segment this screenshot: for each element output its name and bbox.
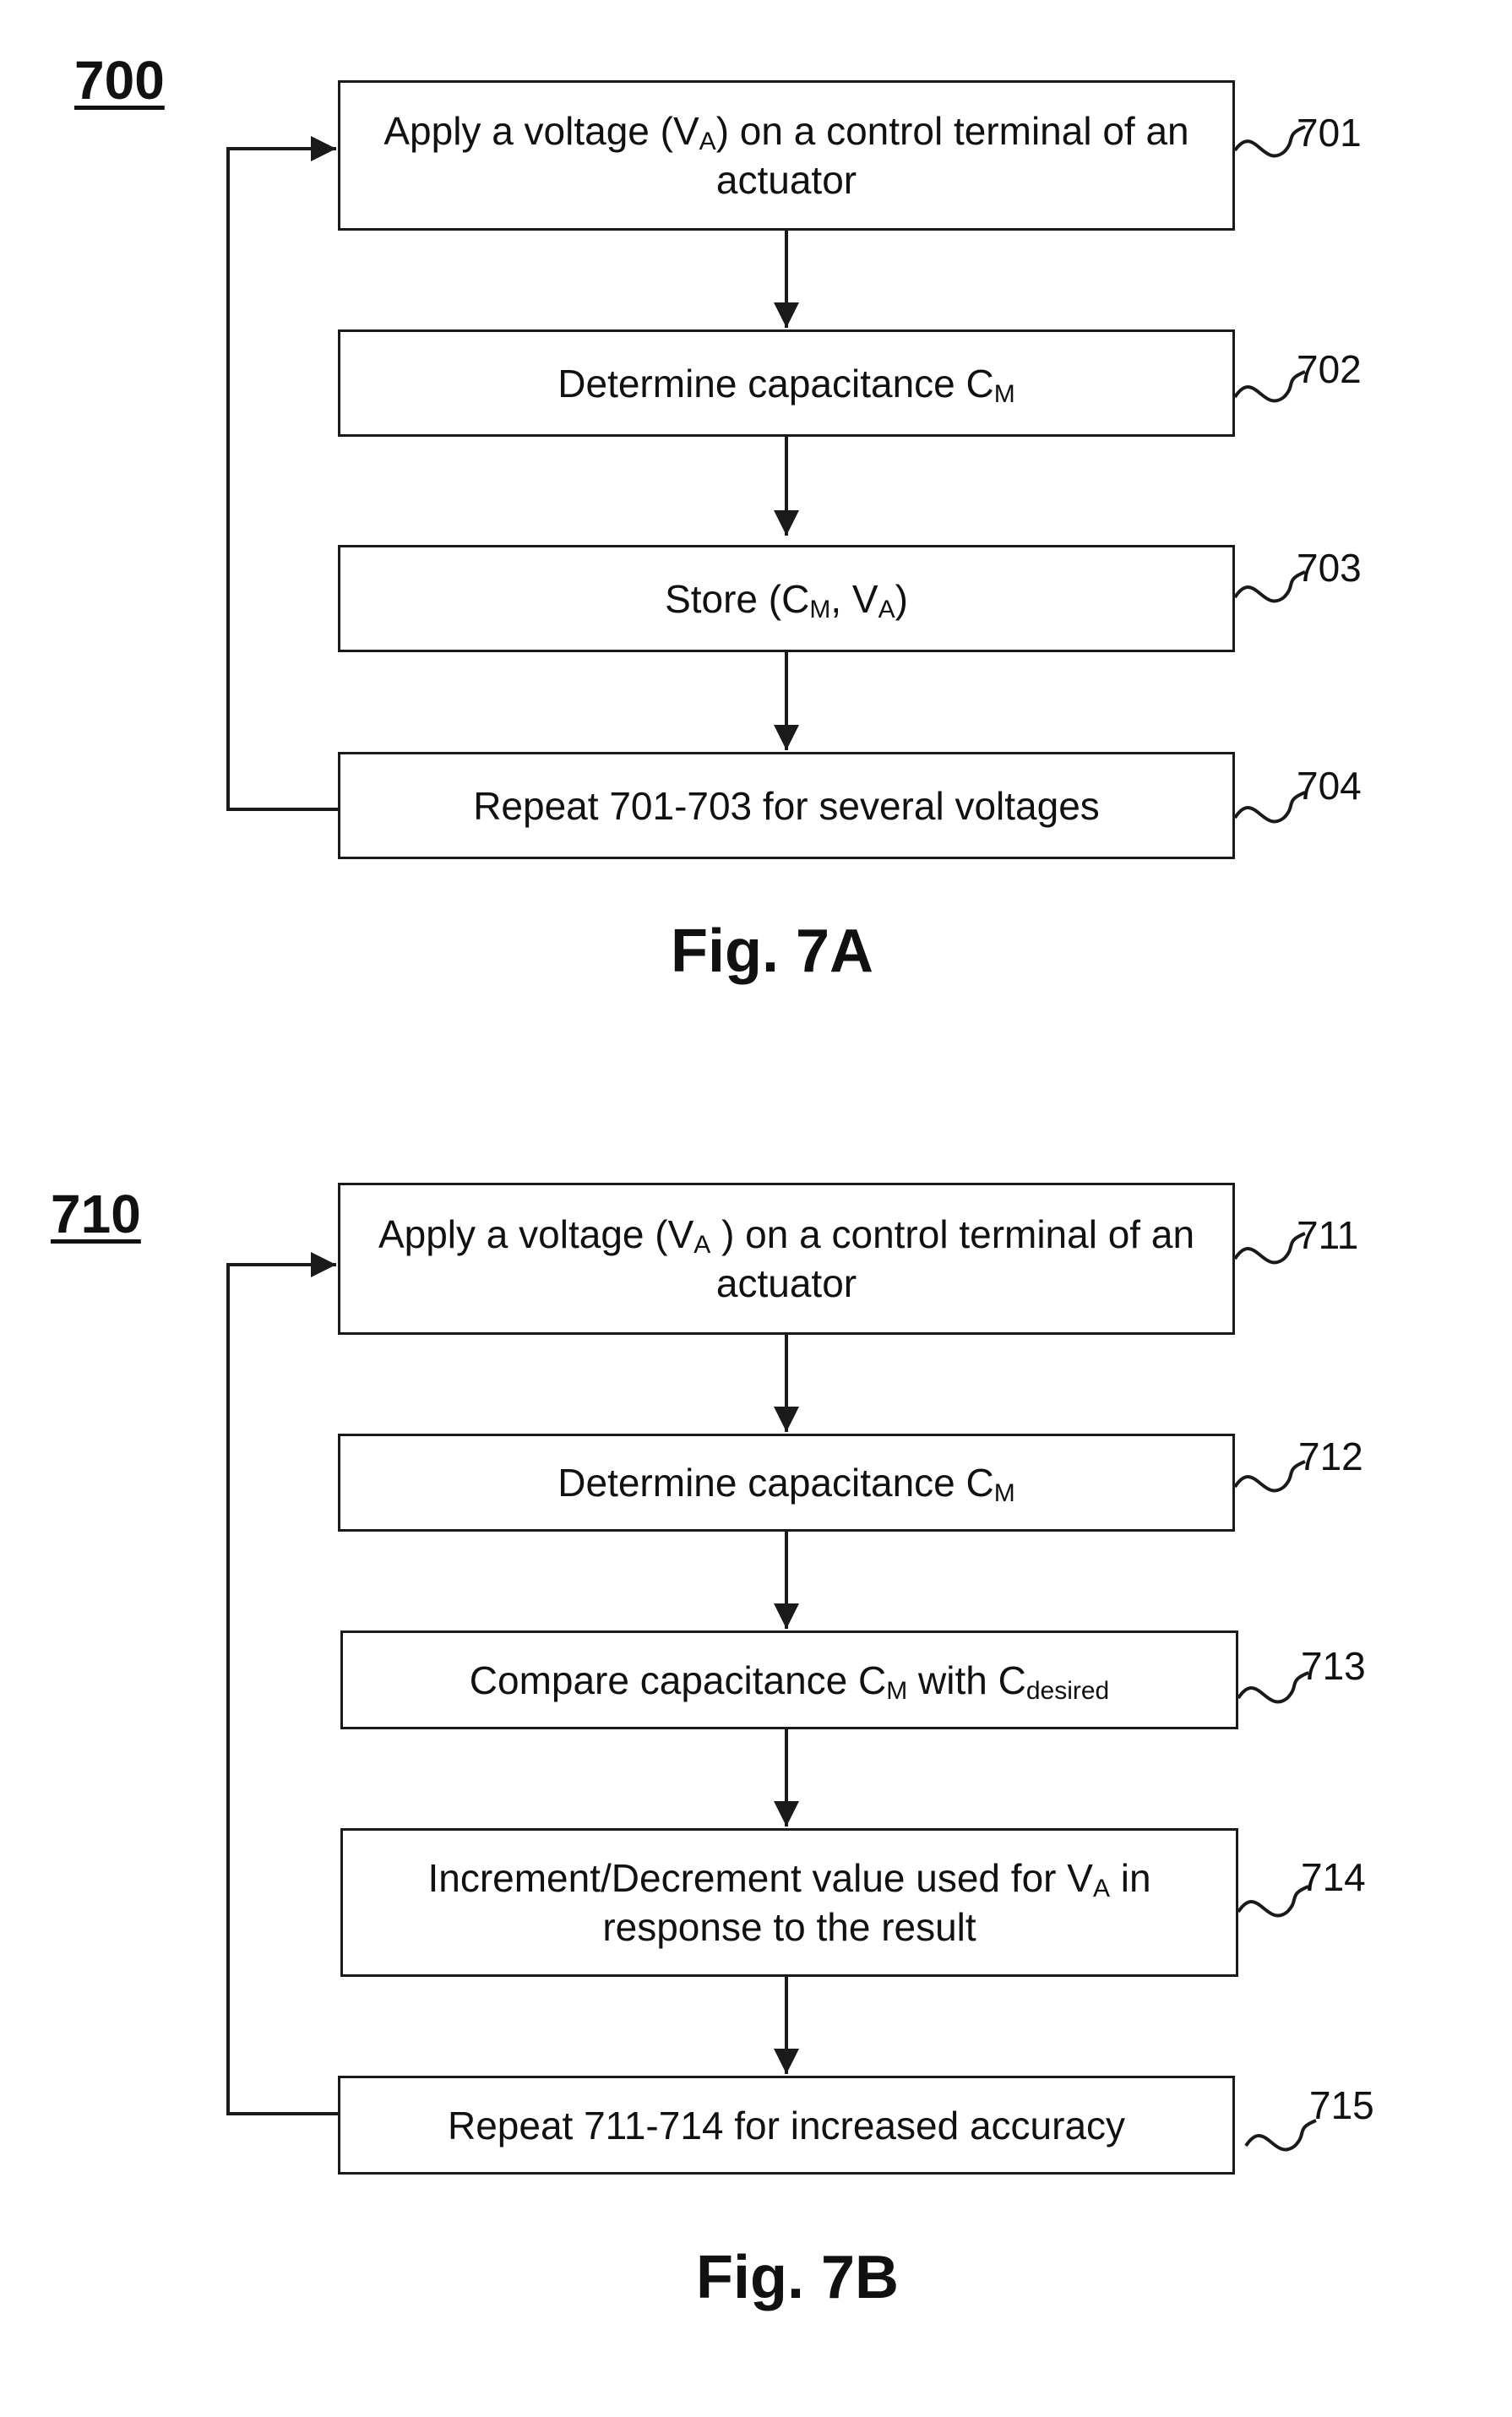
leader-701: [1235, 127, 1305, 156]
step-text-712: Determine capacitance CM: [557, 1458, 1014, 1507]
figure-caption-7a: Fig. 7A: [519, 917, 1025, 986]
leader-703: [1235, 572, 1305, 602]
ref-label-701: 701: [1297, 110, 1362, 155]
loop-715-711: [228, 1265, 338, 2114]
diagram-id-700: 700: [74, 49, 165, 112]
ref-label-704: 704: [1297, 763, 1362, 808]
ref-label-711: 711: [1297, 1212, 1358, 1258]
step-box-715: Repeat 711-714 for increased accuracy: [338, 2076, 1235, 2175]
step-box-704: Repeat 701-703 for several voltages: [338, 752, 1235, 859]
step-text-702: Determine capacitance CM: [557, 359, 1014, 408]
ref-label-714: 714: [1301, 1854, 1366, 1900]
loop-704-701: [228, 149, 338, 809]
step-text-714: Increment/Decrement value used for VA in…: [356, 1854, 1222, 1952]
step-box-711: Apply a voltage (VA ) on a control termi…: [338, 1183, 1235, 1335]
step-text-701: Apply a voltage (VA) on a control termin…: [354, 106, 1219, 204]
leader-711: [1235, 1233, 1305, 1263]
step-text-715: Repeat 711-714 for increased accuracy: [448, 2101, 1125, 2150]
ref-label-715: 715: [1309, 2082, 1374, 2128]
step-text-704: Repeat 701-703 for several voltages: [473, 781, 1100, 830]
leader-713: [1238, 1673, 1308, 1702]
step-box-702: Determine capacitance CM: [338, 329, 1235, 437]
step-text-713: Compare capacitance CM with Cdesired: [470, 1656, 1109, 1705]
leader-702: [1235, 372, 1305, 401]
step-text-711: Apply a voltage (VA ) on a control termi…: [354, 1210, 1219, 1308]
leader-715: [1246, 2120, 1316, 2150]
ref-label-712: 712: [1298, 1434, 1363, 1479]
step-box-712: Determine capacitance CM: [338, 1434, 1235, 1532]
leader-714: [1238, 1886, 1308, 1916]
leader-712: [1235, 1462, 1305, 1491]
figure-caption-7b: Fig. 7B: [544, 2243, 1051, 2312]
step-box-703: Store (CM, VA): [338, 545, 1235, 652]
leader-704: [1235, 792, 1305, 822]
ref-label-702: 702: [1297, 346, 1362, 392]
step-box-713: Compare capacitance CM with Cdesired: [340, 1630, 1238, 1729]
ref-label-713: 713: [1301, 1643, 1366, 1689]
step-box-714: Increment/Decrement value used for VA in…: [340, 1828, 1238, 1977]
ref-label-703: 703: [1297, 545, 1362, 591]
step-text-703: Store (CM, VA): [665, 574, 908, 623]
step-box-701: Apply a voltage (VA) on a control termin…: [338, 80, 1235, 231]
diagram-id-710: 710: [51, 1183, 141, 1245]
